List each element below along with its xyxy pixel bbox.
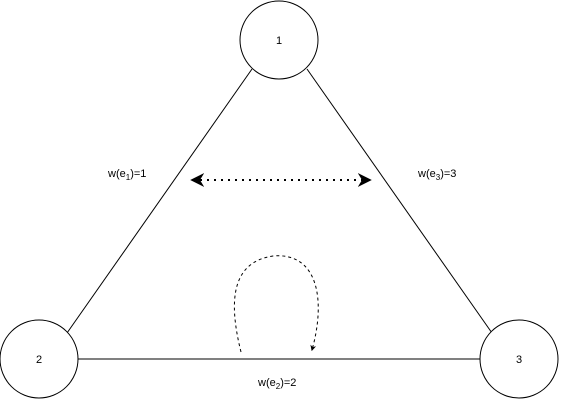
edge-e1-label-tail: )=1 — [130, 168, 146, 180]
node-2[interactable]: 2 — [0, 319, 79, 399]
node-3-label: 3 — [516, 354, 522, 366]
node-1[interactable]: 1 — [239, 0, 319, 80]
edge-e3-label-sub: 3 — [436, 173, 441, 182]
node-1-label: 1 — [276, 35, 282, 47]
dashed-loop-arrow — [233, 255, 319, 353]
edge-e2-weight-label: w(e2)=2 — [257, 377, 296, 391]
edge-e1-label-sub: 1 — [126, 173, 131, 182]
edge-e3-line — [306, 68, 493, 334]
edge-e2-label-prefix: w(e — [257, 377, 276, 389]
edge-e1-label-prefix: w(e — [107, 168, 126, 180]
edge-e2-label-sub: 2 — [276, 382, 281, 391]
node-2-label: 2 — [36, 354, 42, 366]
edge-e1-weight-label: w(e1)=1 — [107, 168, 146, 182]
edge-e1-line — [66, 68, 253, 334]
edge-e3-label-tail: )=3 — [440, 168, 456, 180]
edge-e3-weight-label: w(e3)=3 — [417, 168, 456, 182]
edge-e3-label-prefix: w(e — [417, 168, 436, 180]
node-3[interactable]: 3 — [479, 319, 559, 399]
edge-e2-label-tail: )=2 — [280, 377, 296, 389]
